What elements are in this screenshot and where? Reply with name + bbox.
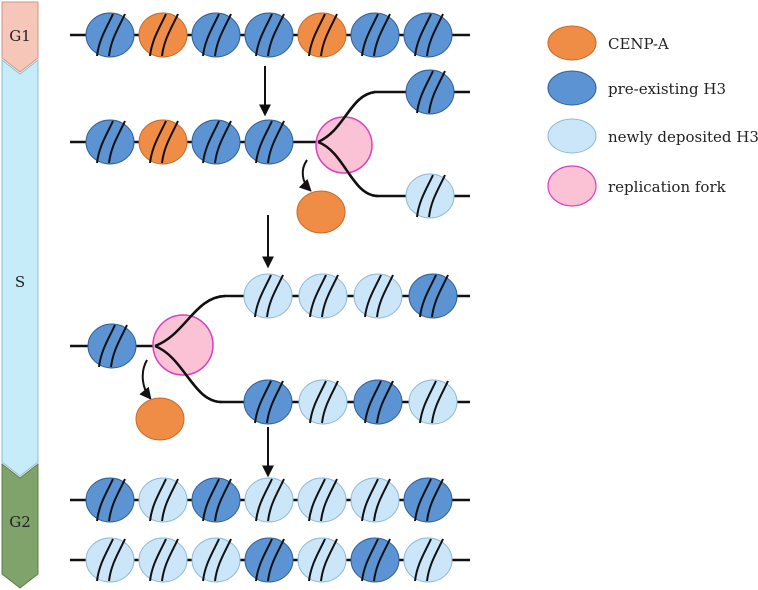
new-h3-nucleosome [350, 477, 400, 523]
preexisting-h3-nucleosome [85, 12, 135, 58]
legend-label-new-h3: newly deposited H3 [608, 128, 758, 146]
new-h3-nucleosome [297, 537, 347, 583]
phase-label-g2: G2 [9, 513, 31, 531]
preexisting-h3-nucleosome [191, 477, 241, 523]
new-h3-nucleosome [85, 537, 135, 583]
legend-label-cenpa: CENP-A [608, 35, 669, 53]
release-arrow-2 [139, 359, 152, 400]
preexisting-h3-nucleosome [405, 69, 455, 115]
new-h3-nucleosome [408, 379, 458, 425]
cenpa-nucleosome [297, 12, 347, 58]
new-h3-nucleosome [191, 537, 241, 583]
phase-bar: G1 S G2 [1, 1, 39, 589]
legend-item-fork: replication fork [547, 165, 727, 207]
preexisting-h3-nucleosome [403, 477, 453, 523]
preexisting-h3-nucleosome [353, 379, 403, 425]
preexisting-h3-nucleosome [243, 379, 293, 425]
new-h3-nucleosome [403, 537, 453, 583]
preexisting-h3-nucleosome [403, 12, 453, 58]
released-cenpa-group [135, 159, 346, 441]
fork-1-branches [317, 90, 379, 198]
preexisting-h3-nucleosome [191, 119, 241, 165]
preexisting-h3-nucleosome [350, 537, 400, 583]
cenpa-nucleosome [138, 12, 188, 58]
new-h3-nucleosome [297, 477, 347, 523]
new-h3-nucleosome [138, 537, 188, 583]
new-h3-nucleosome [405, 173, 455, 219]
preexisting-h3-nucleosome [244, 537, 294, 583]
fork-2-branches [154, 294, 226, 404]
preexisting-h3-nucleosome [244, 12, 294, 58]
new-h3-nucleosome [138, 477, 188, 523]
released-cenpa-1 [296, 190, 346, 234]
stage-arrows [259, 66, 274, 478]
preexisting-h3-nucleosome [408, 273, 458, 319]
new-h3-nucleosome [244, 477, 294, 523]
new-h3-nucleosome [243, 273, 293, 319]
preexisting-h3-nucleosome [87, 323, 137, 369]
preexisting-h3-nucleosome [350, 12, 400, 58]
legend-item-old-h3: pre-existing H3 [547, 70, 726, 106]
legend-label-old-h3: pre-existing H3 [608, 80, 726, 98]
legend-swatch-cenpa [547, 25, 597, 61]
legend-swatch-old-h3 [547, 70, 597, 106]
new-h3-nucleosome [353, 273, 403, 319]
phase-segment-s [1, 58, 39, 477]
legend-swatch-new-h3 [547, 118, 597, 154]
legend: CENP-A pre-existing H3 newly deposited H… [547, 25, 758, 207]
phase-segment-g2 [1, 462, 39, 589]
preexisting-h3-nucleosome [191, 12, 241, 58]
phase-label-s: S [15, 273, 25, 291]
legend-item-cenpa: CENP-A [547, 25, 669, 61]
nucleosome-layer [85, 12, 458, 583]
new-h3-nucleosome [298, 273, 348, 319]
replication-fork-2 [152, 314, 214, 376]
preexisting-h3-nucleosome [85, 119, 135, 165]
released-cenpa-2 [135, 397, 185, 441]
phase-label-g1: G1 [9, 27, 31, 45]
phase-segment-g1 [1, 1, 39, 73]
cenpa-nucleosome [138, 119, 188, 165]
preexisting-h3-nucleosome [244, 119, 294, 165]
release-arrow-1 [298, 159, 312, 192]
legend-label-fork: replication fork [608, 178, 727, 196]
legend-swatch-fork [547, 165, 597, 207]
preexisting-h3-nucleosome [85, 477, 135, 523]
legend-item-new-h3: newly deposited H3 [547, 118, 758, 154]
fork-group [152, 90, 379, 404]
new-h3-nucleosome [298, 379, 348, 425]
